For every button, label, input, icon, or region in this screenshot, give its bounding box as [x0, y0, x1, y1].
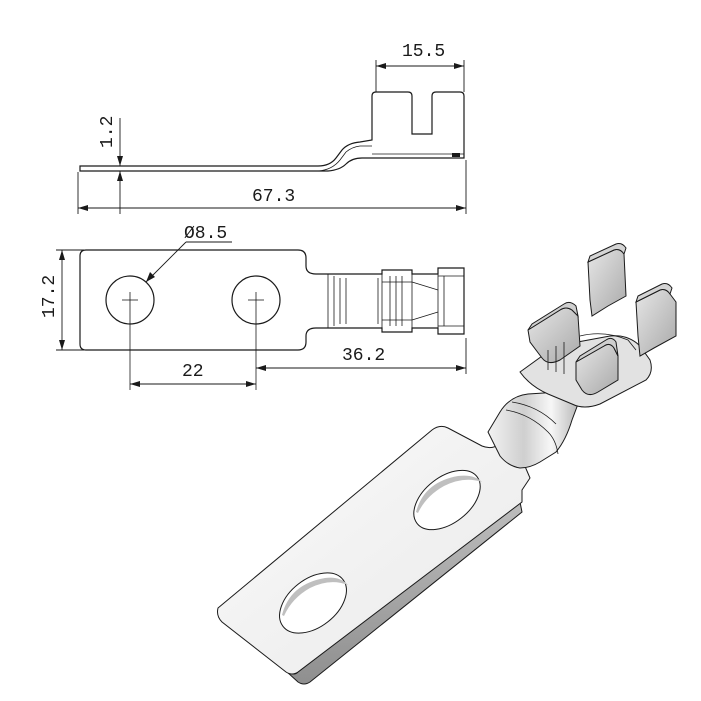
dimension-label-overall-length: 67.3 [252, 187, 295, 207]
iso-plate-face [217, 425, 531, 675]
dimension-label-tab-width: 15.5 [402, 42, 445, 62]
side-view-bend-detail [317, 145, 372, 172]
dimension-label-hole-to-end: 36.2 [342, 346, 385, 366]
dimension-hole-spacing: 22 [130, 362, 256, 387]
dimension-width: 17.2 [40, 249, 84, 351]
iso-neck [487, 391, 579, 469]
isometric-view [217, 243, 677, 685]
dimension-label-hole-spacing: 22 [182, 362, 204, 382]
iso-tab-left-front-top [527, 301, 579, 331]
iso-hole-2-wall [416, 475, 482, 513]
iso-hole-2 [413, 469, 481, 531]
iso-hole-1-wall [282, 577, 348, 616]
dimension-tab-width: 15.5 [375, 42, 465, 92]
side-view [79, 91, 465, 172]
iso-tab-left-rear-top [587, 243, 627, 263]
iso-hole-1 [279, 572, 347, 634]
side-view-tab-mark [452, 153, 460, 157]
dimension-hole-to-end: 36.2 [256, 338, 467, 374]
top-view-outline [79, 249, 465, 351]
dimension-label-hole-diameter: Ø8.5 [184, 224, 227, 244]
iso-tab-right-rear-top [635, 283, 673, 303]
dimension-overall-length: 67.3 [77, 160, 467, 214]
dimension-label-width: 17.2 [40, 275, 60, 318]
side-view-plate [79, 91, 465, 172]
iso-tab-right-front-top [575, 337, 619, 363]
dimension-hole-diameter: Ø8.5 [145, 224, 232, 283]
dimension-label-thickness: 1.2 [98, 116, 118, 148]
top-view [79, 249, 465, 390]
dimension-thickness: 1.2 [80, 116, 123, 214]
